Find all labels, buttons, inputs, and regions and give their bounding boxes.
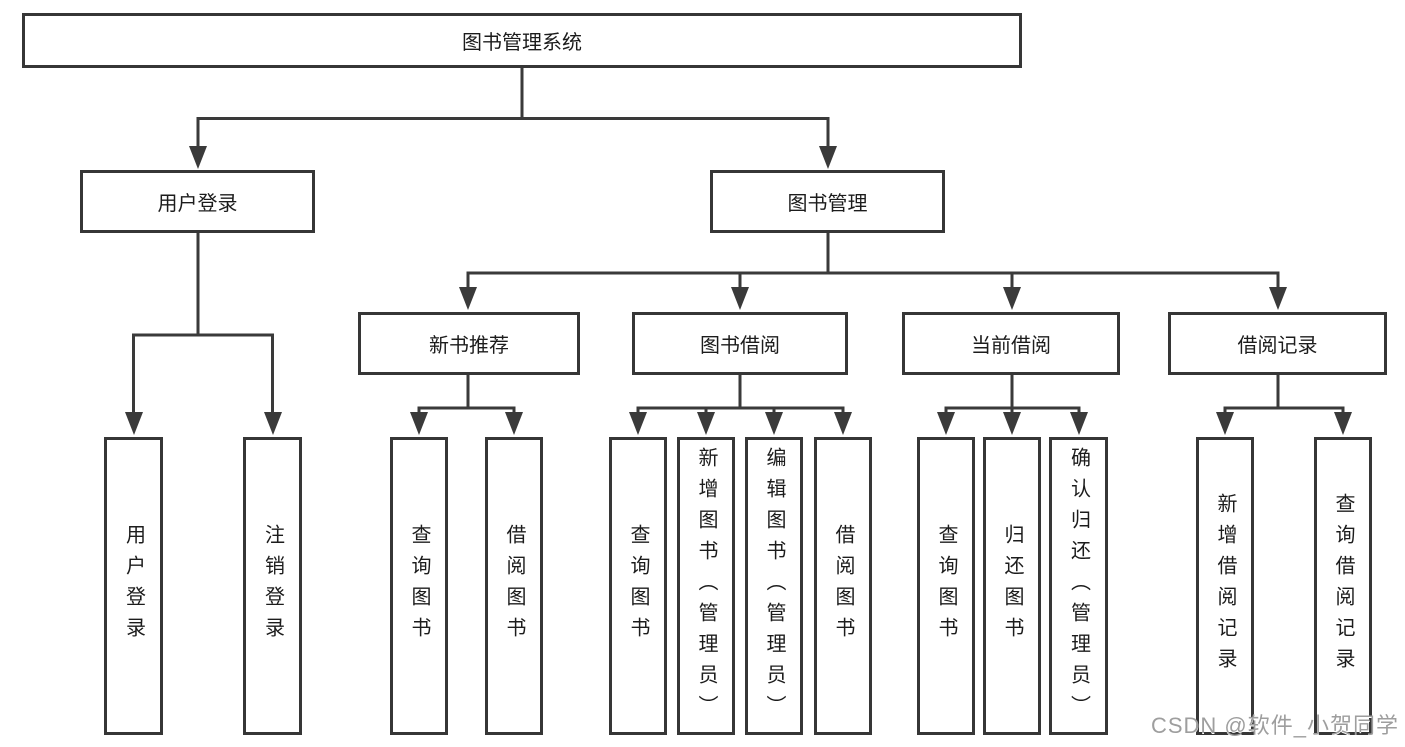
connector-user-login-children — [132, 233, 274, 416]
node-current-borrow: 当前借阅 — [902, 312, 1120, 375]
arrowhead — [1269, 287, 1287, 310]
connector-borrow-records-children — [1223, 375, 1345, 416]
leaf-current-confirm-label: 确认归还（管理员） — [1067, 446, 1090, 726]
arrowhead — [629, 412, 647, 435]
node-book-mgmt: 图书管理 — [710, 170, 945, 233]
leaf-logout-label: 注销登录 — [261, 524, 284, 648]
connector-current-borrow-children — [944, 375, 1081, 416]
arrowhead — [410, 412, 428, 435]
csdn-watermark: CSDN @软件_小贺同学 — [1150, 713, 1399, 738]
leaf-newbook-borrow: 借阅图书 — [485, 437, 543, 735]
arrowhead — [264, 412, 282, 435]
node-user-login-label: 用户登录 — [157, 193, 238, 215]
leaf-current-return: 归还图书 — [983, 437, 1041, 735]
arrowhead — [834, 412, 852, 435]
leaf-records-query-label: 查询借阅记录 — [1332, 493, 1354, 679]
leaf-current-confirm: 确认归还（管理员） — [1049, 437, 1108, 735]
node-root: 图书管理系统 — [22, 13, 1022, 68]
connector-book-borrow-children — [636, 375, 845, 416]
leaf-newbook-query: 查询图书 — [390, 437, 448, 735]
node-current-borrow-label: 当前借阅 — [971, 335, 1051, 357]
leaf-current-query: 查询图书 — [917, 437, 975, 735]
leaf-borrow-borrow-label: 借阅图书 — [832, 524, 854, 648]
connector-book-mgmt-children — [466, 233, 1280, 291]
arrowhead — [1334, 412, 1352, 435]
leaf-borrow-edit: 编辑图书（管理员） — [745, 437, 803, 735]
node-root-label: 图书管理系统 — [462, 32, 582, 54]
node-user-login: 用户登录 — [80, 170, 315, 233]
leaf-borrow-add-label: 新增图书（管理员） — [695, 446, 717, 726]
leaf-borrow-query-label: 查询图书 — [627, 524, 649, 648]
node-new-book-rec: 新书推荐 — [358, 312, 580, 375]
node-book-mgmt-label: 图书管理 — [787, 193, 868, 215]
leaf-borrow-add: 新增图书（管理员） — [677, 437, 735, 735]
leaf-borrow-query: 查询图书 — [609, 437, 667, 735]
arrowhead — [697, 412, 715, 435]
leaf-newbook-borrow-label: 借阅图书 — [503, 524, 525, 648]
leaf-records-add-label: 新增借阅记录 — [1214, 493, 1236, 679]
node-borrow-records-label: 借阅记录 — [1237, 335, 1318, 357]
arrowhead — [505, 412, 523, 435]
arrowhead — [125, 412, 143, 435]
arrowhead — [1070, 412, 1088, 435]
arrowhead — [1216, 412, 1234, 435]
leaf-borrow-edit-label: 编辑图书（管理员） — [763, 446, 785, 726]
node-new-book-rec-label: 新书推荐 — [429, 335, 509, 357]
arrowhead — [459, 287, 477, 310]
arrowhead — [937, 412, 955, 435]
leaf-records-add: 新增借阅记录 — [1196, 437, 1254, 735]
leaf-user-login-label: 用户登录 — [122, 524, 145, 648]
leaf-borrow-borrow: 借阅图书 — [814, 437, 872, 735]
connector-root-to-level2 — [196, 68, 830, 150]
leaf-newbook-query-label: 查询图书 — [408, 524, 430, 648]
arrowhead — [1003, 287, 1021, 310]
leaf-current-query-label: 查询图书 — [935, 524, 957, 648]
arrowhead — [819, 146, 837, 169]
arrowhead — [1003, 412, 1021, 435]
arrowhead — [765, 412, 783, 435]
node-book-borrow: 图书借阅 — [632, 312, 848, 375]
leaf-logout: 注销登录 — [243, 437, 302, 735]
leaf-records-query: 查询借阅记录 — [1314, 437, 1372, 735]
arrowhead — [731, 287, 749, 310]
connector-new-book-children — [417, 375, 516, 416]
leaf-user-login: 用户登录 — [104, 437, 163, 735]
leaf-current-return-label: 归还图书 — [1001, 524, 1023, 648]
arrowhead — [189, 146, 207, 169]
node-book-borrow-label: 图书借阅 — [700, 335, 780, 357]
node-borrow-records: 借阅记录 — [1168, 312, 1387, 375]
